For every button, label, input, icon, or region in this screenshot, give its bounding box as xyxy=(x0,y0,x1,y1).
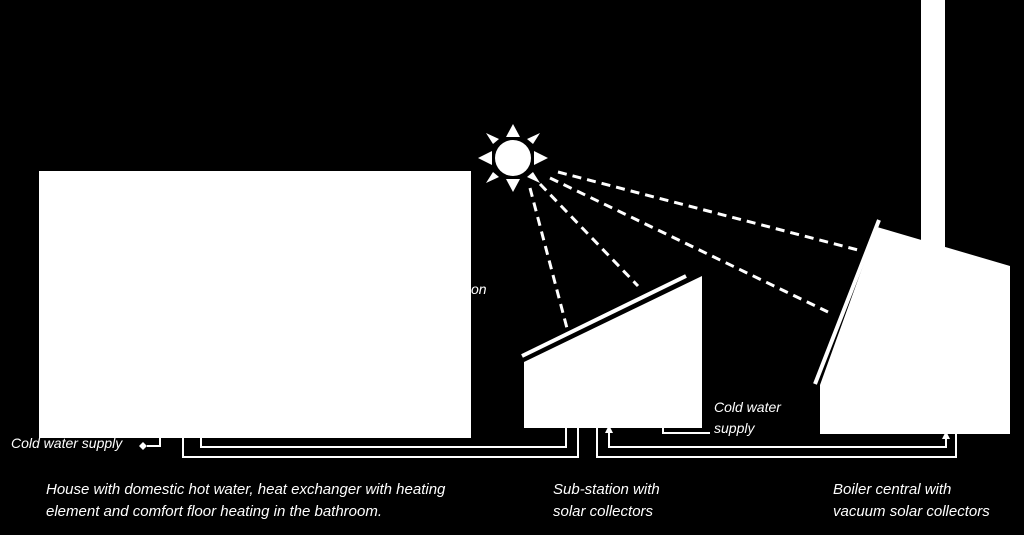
boiler-vacuum-solar-collector xyxy=(813,219,881,385)
cold-water-lines xyxy=(147,428,710,447)
pipe-arrows xyxy=(605,425,950,439)
cold-water-house-valve xyxy=(139,442,147,450)
boiler-building xyxy=(820,227,1010,434)
substation-solar-collector xyxy=(521,274,687,358)
cold-water-substation-label-line2: supply xyxy=(714,420,755,436)
boiler-caption-line2: vacuum solar collectors xyxy=(833,503,990,520)
district-heating-pipes xyxy=(182,428,957,458)
cold-water-substation-label-line1: Cold water xyxy=(714,399,781,415)
cold-water-house-label: Cold water supply xyxy=(11,435,123,451)
substation-caption-line1: Sub-station with xyxy=(553,481,660,498)
boiler-caption-line1: Boiler central with xyxy=(833,481,952,498)
house-caption-line1: House with domestic hot water, heat exch… xyxy=(46,481,446,498)
house-caption-line2: element and comfort floor heating in the… xyxy=(46,503,383,520)
chimney xyxy=(921,0,945,250)
sun-rays xyxy=(528,170,859,333)
substation-building xyxy=(524,276,702,428)
house xyxy=(39,171,471,438)
substation-caption-line2: solar collectors xyxy=(553,503,654,520)
clipped-text: on xyxy=(471,281,487,297)
sun-icon xyxy=(478,124,548,192)
